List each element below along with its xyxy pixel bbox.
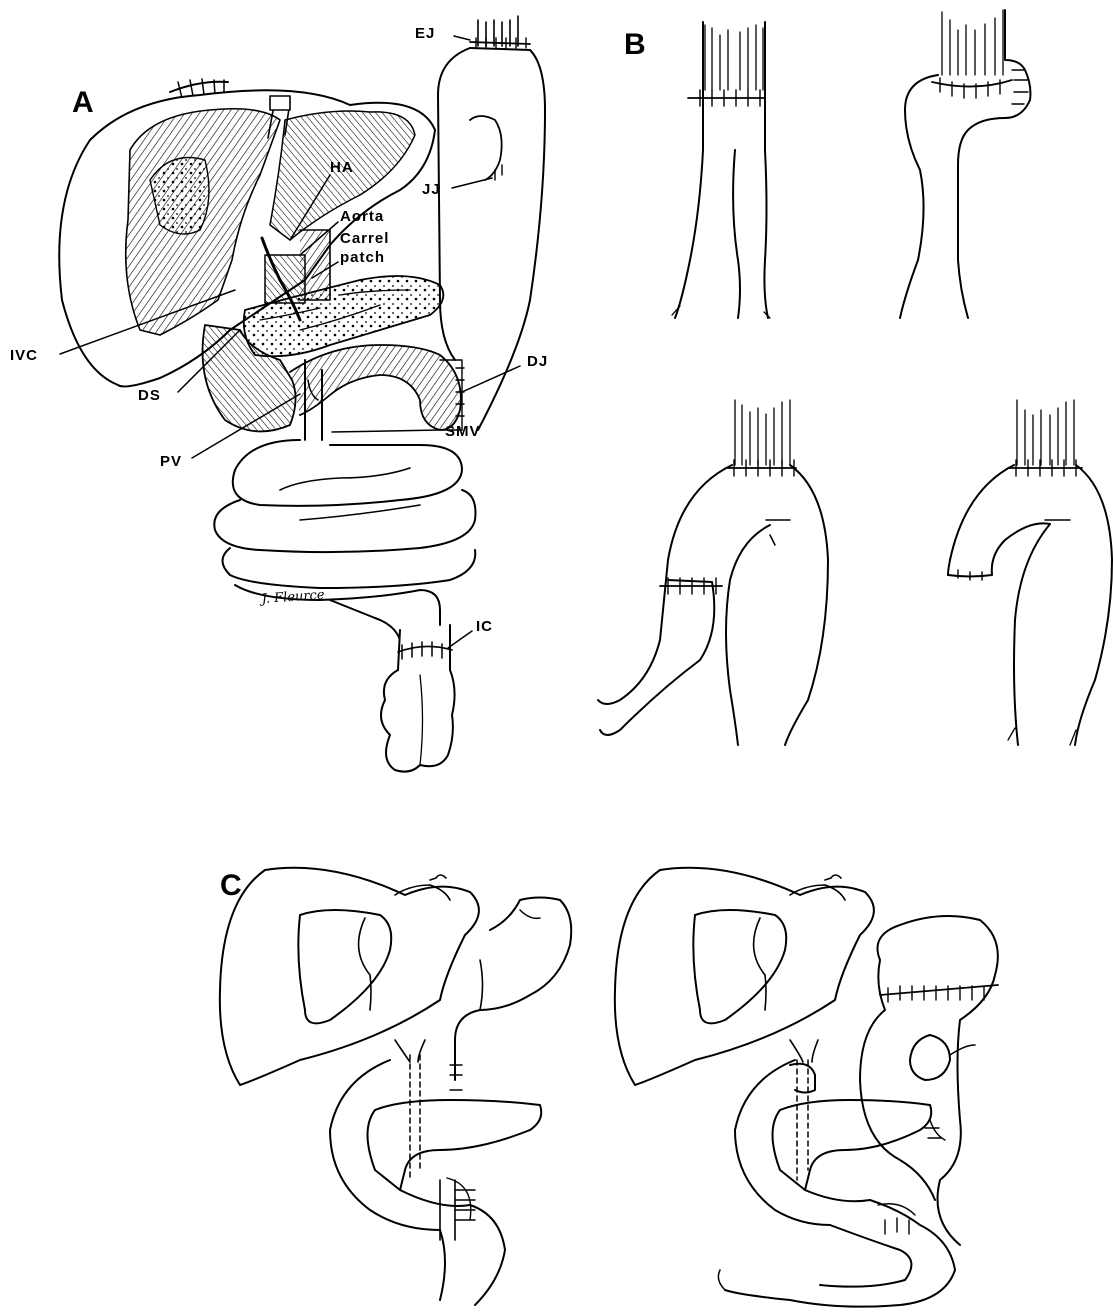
label-ha: HA bbox=[330, 159, 354, 176]
c-right-diagram bbox=[615, 868, 998, 1307]
c-left-pancreas bbox=[375, 1100, 541, 1190]
jejunum-proximal bbox=[290, 345, 461, 430]
esophagus-stump bbox=[478, 16, 518, 46]
c-right-loop-outer bbox=[878, 916, 998, 1245]
panel-c: C bbox=[220, 868, 998, 1307]
panel-b-letter: B bbox=[624, 28, 646, 61]
label-ivc: IVC bbox=[10, 347, 38, 364]
jj-loop bbox=[470, 116, 502, 180]
label-carrel: Carrel bbox=[340, 230, 389, 247]
panel-a: A bbox=[10, 16, 548, 772]
jejunal-limb-left bbox=[438, 48, 470, 360]
b4-blind-limb bbox=[948, 400, 1112, 745]
label-ds: DS bbox=[138, 387, 161, 404]
label-aorta: Aorta bbox=[340, 208, 384, 225]
b3-roux-loop bbox=[598, 400, 828, 745]
artist-signature: J. Fleurce bbox=[258, 588, 325, 608]
b1-end-to-end bbox=[672, 22, 770, 318]
c-left-diagram bbox=[220, 868, 571, 1305]
label-ej: EJ bbox=[415, 25, 435, 42]
label-dj: DJ bbox=[527, 353, 548, 370]
panel-c-letter: C bbox=[220, 869, 242, 902]
panel-b: B bbox=[598, 10, 1112, 745]
c-right-loop-inner bbox=[910, 1035, 950, 1080]
terminal-ileum bbox=[330, 600, 400, 640]
jejunal-limb-right bbox=[478, 50, 545, 430]
c-right-liver bbox=[615, 868, 874, 1085]
label-ic: IC bbox=[476, 618, 493, 635]
c-right-pancreas bbox=[780, 1100, 931, 1190]
small-bowel-coil-3 bbox=[223, 548, 476, 588]
label-patch: patch bbox=[340, 249, 385, 266]
c-left-liver bbox=[220, 868, 479, 1085]
panel-a-letter: A bbox=[72, 86, 94, 119]
label-jj: JJ bbox=[422, 181, 441, 198]
c-left-duodenum bbox=[330, 1060, 440, 1230]
label-pv: PV bbox=[160, 453, 182, 470]
small-bowel-coil-1 bbox=[233, 440, 462, 506]
c-right-bottom-loop bbox=[725, 1200, 955, 1307]
label-smv: SMV bbox=[445, 423, 481, 440]
b2-pouch bbox=[900, 10, 1030, 318]
